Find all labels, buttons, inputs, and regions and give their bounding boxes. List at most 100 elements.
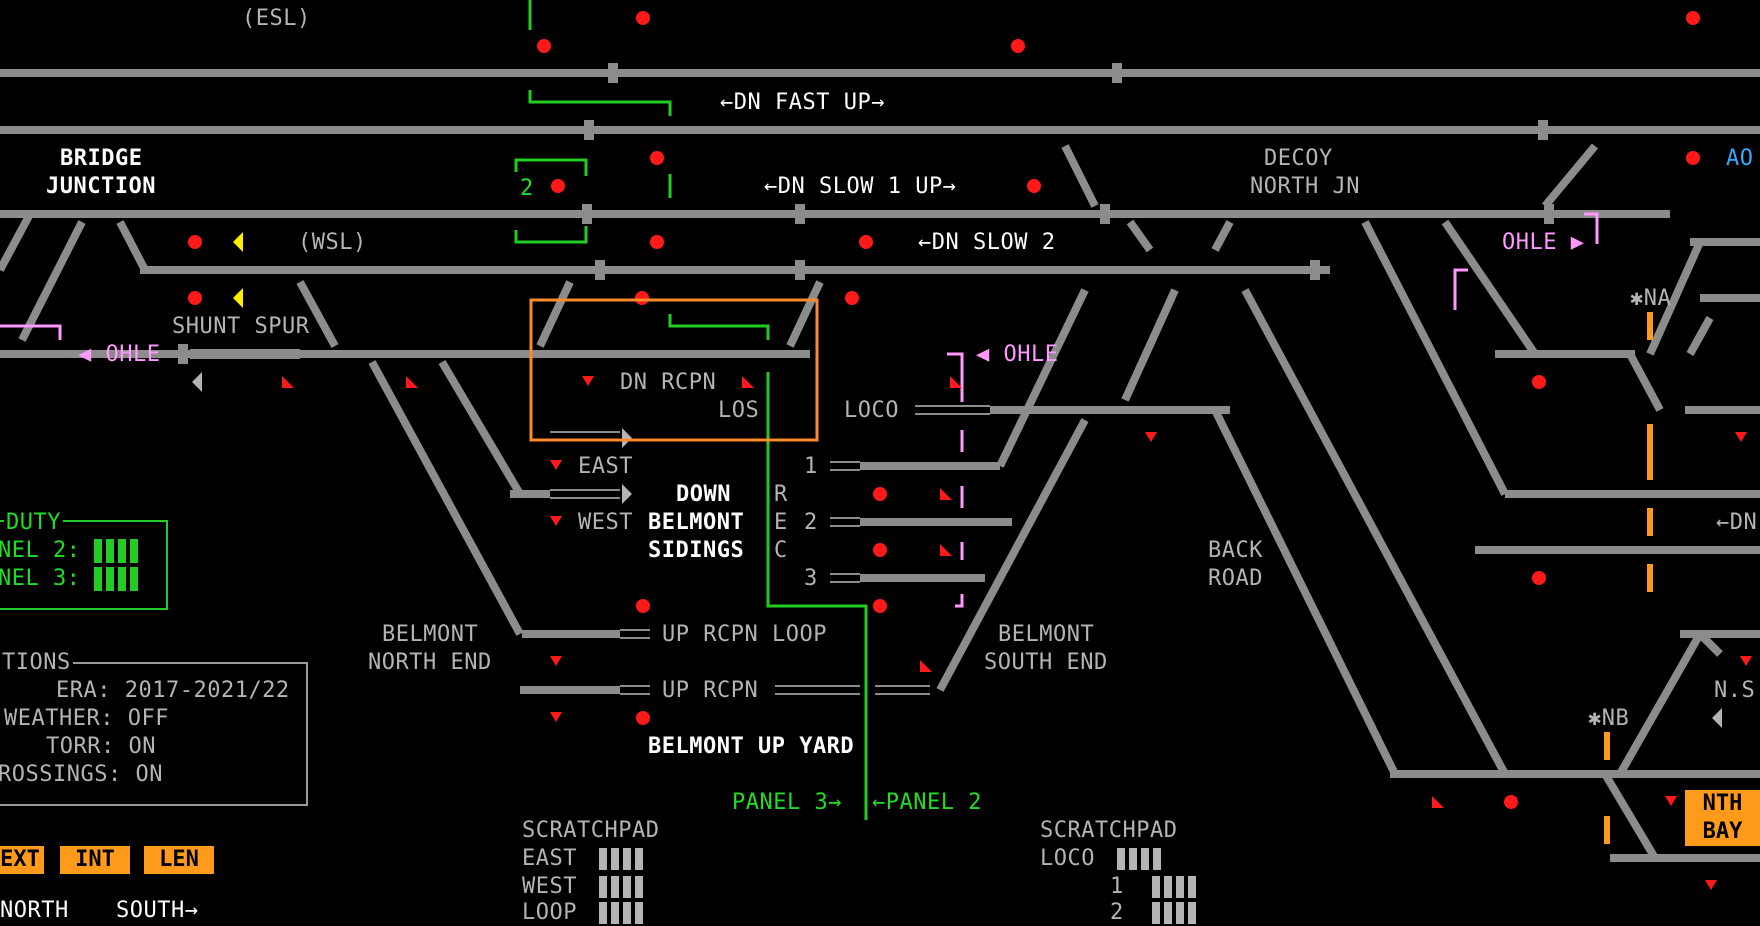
selection-highlight (529, 298, 819, 442)
duty-row-panel-2-label: NEL 2: (0, 538, 81, 563)
duty-panel (0, 520, 168, 610)
label-dn-right: ←DN (1716, 510, 1758, 535)
scratchpad-right-row-1-pads (1151, 874, 1200, 899)
duty-bars-panel-3 (94, 566, 142, 591)
duty-row-panel-2: NEL 2: (0, 538, 142, 564)
south-link[interactable]: SOUTH→ (116, 898, 199, 923)
option-weather[interactable]: WEATHER: OFF (4, 706, 169, 732)
duty-bars-panel-2 (94, 538, 142, 563)
north-link[interactable]: NORTH (0, 898, 69, 923)
label-road-1: 1 (804, 454, 818, 479)
signals (188, 11, 1700, 809)
label-shunt-spur: SHUNT SPUR (172, 314, 310, 339)
label-up-rcpn: UP RCPN (662, 678, 759, 703)
signal (1011, 39, 1025, 53)
signal (1027, 179, 1041, 193)
panel-2-link[interactable]: ←PANEL 2 (872, 790, 982, 815)
label-belmont-north-1: BELMONT (382, 622, 479, 647)
route-set-lines (514, 0, 868, 820)
scratchpad-left-row-loop-pads (598, 900, 647, 925)
scratchpad-right-row-1[interactable]: 1 (1110, 874, 1200, 900)
scratchpad-right-row-loco-label: LOCO (1040, 846, 1095, 871)
label-wsl: (WSL) (298, 230, 367, 255)
option-era-label: ERA: (56, 678, 111, 703)
signal (1504, 795, 1518, 809)
ohle-brackets (0, 212, 1599, 608)
red-ground-signals (282, 376, 1752, 890)
label-road-3: 3 (804, 566, 818, 591)
option-weather-value: OFF (127, 706, 169, 731)
signal (636, 599, 650, 613)
duty-row-panel-3: NEL 3: (0, 566, 142, 592)
ohle-indicator-mid[interactable]: ◀ OHLE (976, 342, 1059, 367)
panel-3-link[interactable]: PANEL 3→ (732, 790, 842, 815)
option-torr-value: ON (128, 734, 156, 759)
label-back-road-2: ROAD (1208, 566, 1263, 591)
scratchpad-left-title: SCRATCHPAD (522, 818, 660, 843)
label-rec-e: E (774, 510, 788, 535)
label-bridge-junction-2: JUNCTION (46, 174, 156, 199)
nth-bay-label-2: BAY (1702, 819, 1743, 844)
label-decoy-2: NORTH JN (1250, 174, 1360, 199)
label-dn-rcpn: DN RCPN (620, 370, 717, 395)
label-bridge-junction-1: BRIDGE (60, 146, 143, 171)
duty-row-panel-3-label: NEL 3: (0, 566, 81, 591)
scratchpad-right-row-2-pads (1151, 900, 1200, 925)
scratchpad-right-row-loco[interactable]: LOCO (1040, 846, 1165, 872)
scratchpad-left-row-west-pads (598, 874, 647, 899)
label-rec-c: C (774, 538, 788, 563)
label-east: EAST (578, 454, 633, 479)
label-belmont-up-yard: BELMONT UP YARD (648, 734, 855, 759)
len-button[interactable]: LEN (144, 846, 214, 874)
scratchpad-right-title: SCRATCHPAD (1040, 818, 1178, 843)
ohle-indicator-right[interactable]: OHLE ▶ (1502, 230, 1585, 255)
scratchpad-left-row-loop[interactable]: LOOP (522, 900, 647, 926)
nth-bay-button[interactable]: NTH BAY (1685, 790, 1760, 846)
signal (1686, 11, 1700, 25)
options-title: TIONS (0, 650, 73, 676)
duty-title: DUTY (4, 510, 63, 536)
scratchpad-left-row-loop-label: LOOP (522, 900, 577, 925)
track-joints (178, 63, 1554, 364)
label-ao: AO (1726, 146, 1754, 171)
siding-lines (190, 349, 990, 695)
scratchpad-left-row-east[interactable]: EAST (522, 846, 647, 872)
label-back-road-1: BACK (1208, 538, 1263, 563)
yellow-markers (233, 232, 243, 308)
scratchpad-left-row-east-label: EAST (522, 846, 577, 871)
route-number[interactable]: 2 (520, 176, 534, 201)
grey-arrows (192, 372, 1722, 728)
scratchpad-left-row-west[interactable]: WEST (522, 874, 647, 900)
ext-button[interactable]: EXT (0, 846, 44, 874)
signal (1532, 375, 1546, 389)
label-belmont-north-2: NORTH END (368, 650, 492, 675)
option-era[interactable]: ERA: 2017-2021/22 (56, 678, 290, 704)
signal (636, 11, 650, 25)
scratchpad-left-row-east-pads (598, 846, 647, 871)
options-panel (0, 662, 308, 806)
label-na: ✱NA (1630, 286, 1672, 311)
signal (650, 235, 664, 249)
signal (845, 291, 859, 305)
scratchpad-right-row-2-label: 2 (1110, 900, 1124, 925)
signal (188, 291, 202, 305)
signal (537, 39, 551, 53)
label-rec-r: R (774, 482, 788, 507)
scratchpad-right-row-2[interactable]: 2 (1110, 900, 1200, 926)
ohle-indicator-left[interactable]: ◀ OHLE (78, 342, 161, 367)
signal (635, 291, 649, 305)
label-dn-slow-2: ←DN SLOW 2 (918, 230, 1056, 255)
label-dn-slow-1-up: ←DN SLOW 1 UP→ (764, 174, 957, 199)
signal (188, 235, 202, 249)
signal (873, 599, 887, 613)
scratchpad-right-row-loco-pads (1116, 846, 1165, 871)
option-era-value: 2017-2021/22 (124, 678, 290, 703)
label-belmont: BELMONT (648, 510, 745, 535)
signal (859, 235, 873, 249)
label-sidings: SIDINGS (648, 538, 745, 563)
int-button[interactable]: INT (60, 846, 130, 874)
option-torr[interactable]: TORR: ON (46, 734, 156, 760)
option-crossings[interactable]: ROSSINGS: ON (0, 762, 163, 788)
label-esl: (ESL) (242, 6, 311, 31)
